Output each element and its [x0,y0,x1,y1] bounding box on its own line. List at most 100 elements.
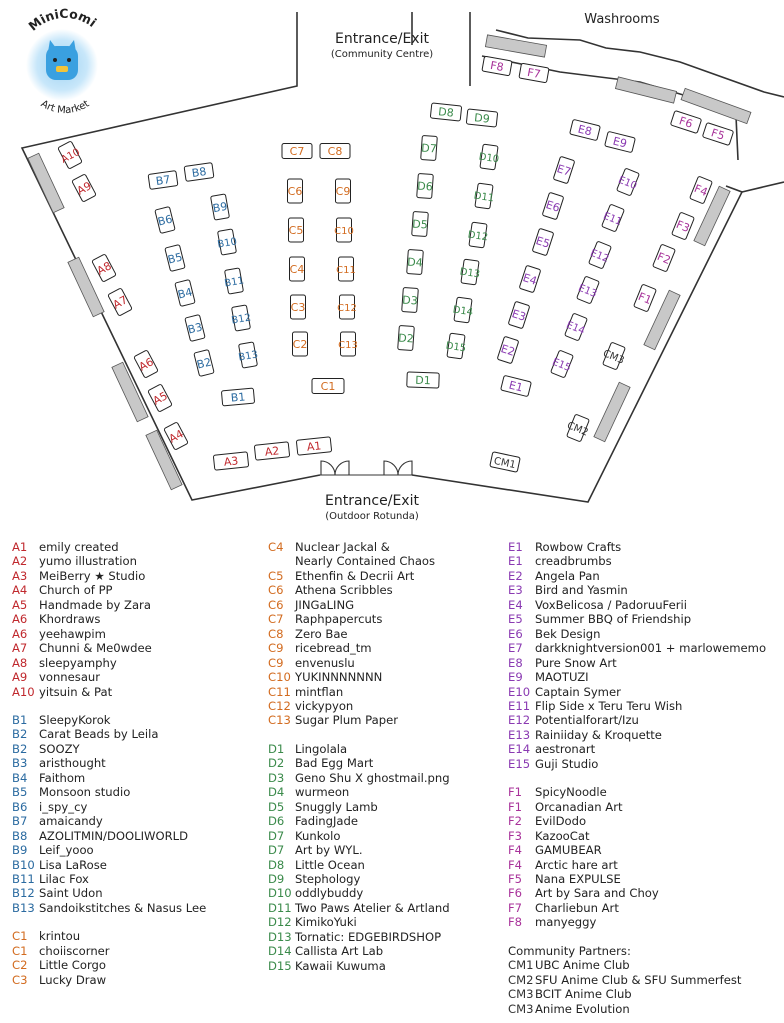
table-outline [500,375,532,397]
table-label: C13 [338,340,358,351]
table-label: C4 [290,263,305,276]
vendor-table-b9: B9 [210,193,230,221]
table-outline [474,182,494,210]
vendor-table-d11: D11 [473,182,495,210]
legend-entry-code: A4 [12,583,28,598]
table-outline [576,276,600,304]
vendor-table-e1: E1 [500,375,532,397]
legend-entry-code: E15 [508,756,531,771]
vendor-table-a3: A3 [213,451,249,471]
legend-entry-code: B13 [12,900,35,915]
table-outline [154,206,176,234]
table-label: D8 [438,105,455,120]
legend-entry-code: E3 [508,583,523,598]
legend-entry-code: D5 [268,799,285,814]
table-outline [601,204,625,232]
legend-entry-code: C9 [268,655,284,670]
table-outline [289,256,305,282]
vendor-table-e8: E8 [569,119,601,141]
table-label: C10 [334,226,354,237]
table-label: B11 [224,275,245,289]
vendor-table-c2: C2 [292,331,308,357]
table-outline [604,131,636,153]
legend-entry-code: C4 [268,540,284,554]
table-label: B10 [217,236,238,250]
table-outline [671,212,695,240]
legend-entry-code: F1 [508,799,523,814]
legend-entry-code: E8 [508,655,523,670]
table-outline [57,141,83,169]
legend-entry-code: E9 [508,670,523,685]
legend-entry-code: D7 [268,828,285,843]
legend-entry: Nearly Contained Chaos [268,554,450,568]
vendor-table-cm1: CM1 [489,451,521,473]
logo-bottom-text: Art Market [39,98,92,116]
legend-entry-code: D6 [268,814,285,829]
legend-entry-code: B10 [12,857,35,872]
legend-entry-code: B12 [12,886,35,901]
legend-entry-name: yitsuin & Pat [39,684,113,699]
table-label: D4 [407,255,423,269]
vendor-table-e7: E7 [553,156,575,184]
legend-entry-code: A2 [12,554,28,569]
legend-entry-name: MeiBerry ★ Studio [39,568,146,583]
legend-entry-name: envenuslu [295,655,355,670]
table-label: D14 [452,305,474,319]
table-outline [71,174,97,202]
vendor-table-c5: C5 [288,217,304,243]
vendor-table-a10: A10 [57,141,83,169]
legend-entry-name: Nearly Contained Chaos [295,554,436,569]
table-outline [133,350,159,378]
legend-entry-name: Art by WYL. [295,843,363,858]
vendor-table-b10: B10 [217,228,238,256]
legend-entry-name: vickypyon [295,698,354,713]
legend-entry-name: Athena Scribbles [295,583,393,598]
legend-entry-name: aestronart [535,742,596,757]
table-outline [518,62,550,84]
legend-entry-name: oddlybuddy [295,886,364,901]
table-label: A3 [223,454,239,468]
legend-entry-code: D7 [268,843,285,858]
legend-entry-code: A8 [12,655,28,670]
legend-entry-code: A1 [12,540,28,554]
legend-entry-code: C9 [268,641,284,656]
vendor-table-a9: A9 [71,174,97,202]
cat-mascot-icon [46,40,78,80]
vendor-table-a2: A2 [254,441,290,461]
legend-entry-code: F8 [508,915,523,930]
washrooms-label: Washrooms [584,12,660,27]
table-outline [497,336,519,364]
table-label: F4 [692,182,709,199]
table-outline [147,384,173,412]
vendor-table-a6: A6 [133,350,159,378]
table-outline [566,414,590,442]
legend-entry-name: Bird and Yasmin [535,583,628,598]
legend-entry-name: Captain Symer [535,684,621,699]
vendor-table-f3: F3 [671,212,695,240]
table-outline [174,279,196,307]
vendor-table-d9: D9 [465,108,499,128]
table-label: D2 [398,331,414,345]
legend-entry-code: E2 [508,568,523,583]
table-label: F6 [677,114,694,130]
